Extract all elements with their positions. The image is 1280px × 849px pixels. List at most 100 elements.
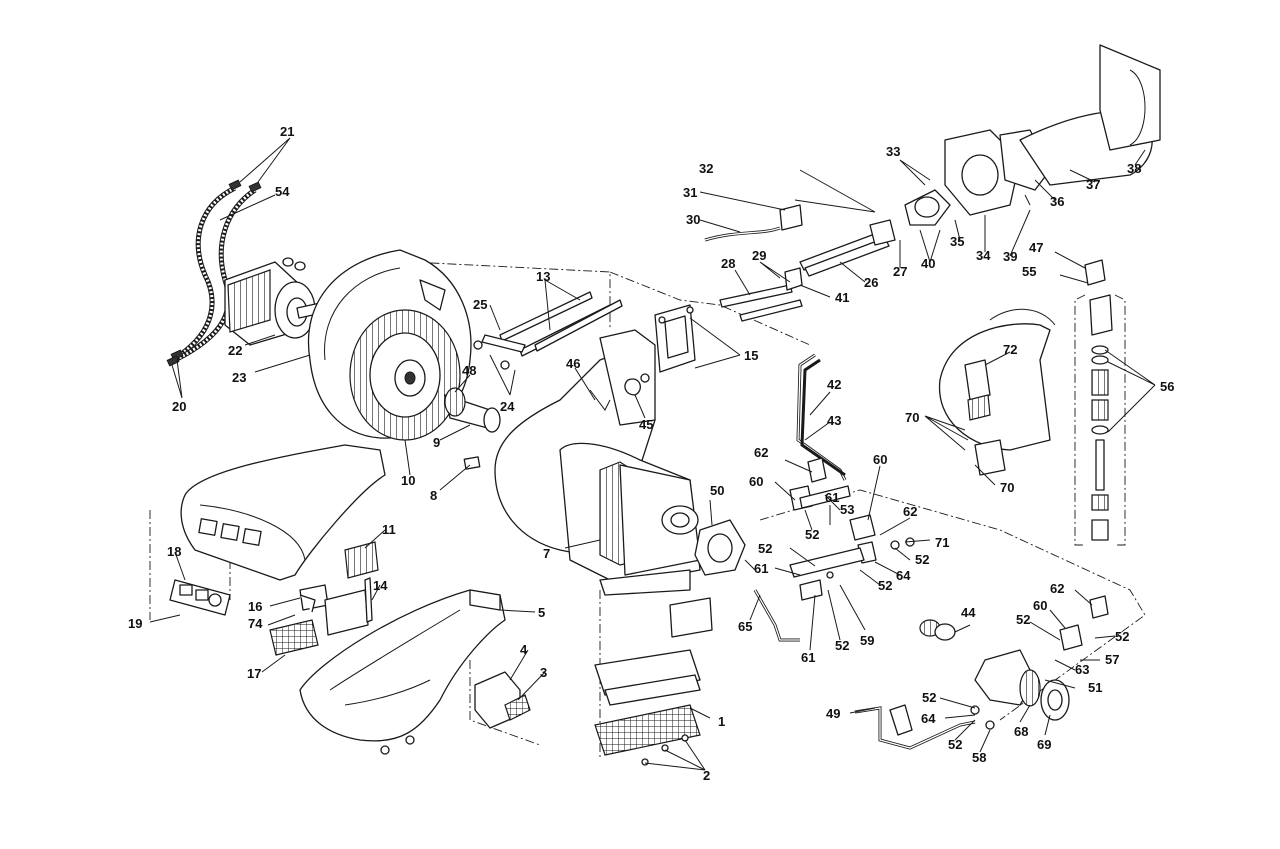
callout-64-a: 64 — [896, 568, 911, 583]
oil-lines — [753, 353, 847, 642]
callout-62-c: 62 — [1050, 581, 1064, 596]
filter-box — [474, 671, 531, 729]
callout-22: 22 — [228, 343, 242, 358]
callout-56: 56 — [1160, 379, 1174, 394]
callout-52-g: 52 — [1115, 629, 1129, 644]
callout-42: 42 — [827, 377, 841, 392]
tie-rods — [473, 291, 623, 370]
callout-61-a: 61 — [825, 490, 839, 505]
callout-52-b: 52 — [805, 527, 819, 542]
callout-26: 26 — [864, 275, 878, 290]
base-frame — [299, 589, 506, 755]
callout-52-a: 52 — [758, 541, 772, 556]
callout-43: 43 — [827, 413, 841, 428]
callout-19: 19 — [128, 616, 142, 631]
combustion-head — [904, 44, 1161, 226]
callout-52-d: 52 — [878, 578, 892, 593]
callout-48: 48 — [462, 363, 476, 378]
callout-32: 32 — [699, 161, 713, 176]
callout-52-h: 52 — [922, 690, 936, 705]
callout-35: 35 — [950, 234, 964, 249]
callout-46: 46 — [566, 356, 580, 371]
callout-16: 16 — [248, 599, 262, 614]
callout-57: 57 — [1105, 652, 1119, 667]
coupling — [444, 387, 501, 470]
callout-65: 65 — [738, 619, 752, 634]
callout-62-a: 62 — [754, 445, 768, 460]
callout-71: 71 — [935, 535, 949, 550]
electrical-components — [269, 541, 379, 656]
callout-17: 17 — [247, 666, 261, 681]
callout-37: 37 — [1086, 177, 1100, 192]
callout-21: 21 — [280, 124, 294, 139]
callout-1: 1 — [718, 714, 725, 729]
callout-51: 51 — [1088, 680, 1102, 695]
callout-60-b: 60 — [873, 452, 887, 467]
callout-3: 3 — [540, 665, 547, 680]
callout-54: 54 — [275, 184, 290, 199]
callout-24: 24 — [500, 399, 515, 414]
air-flange — [654, 304, 696, 373]
callout-36: 36 — [1050, 194, 1064, 209]
callout-labels: 1 2 3 4 5 7 8 9 10 11 13 14 15 16 17 18 … — [128, 124, 1174, 783]
callout-72: 72 — [1003, 342, 1017, 357]
callout-52-c: 52 — [915, 552, 929, 567]
callout-50: 50 — [710, 483, 724, 498]
callout-15: 15 — [744, 348, 758, 363]
valve-group-upper — [789, 457, 915, 601]
control-cover — [169, 444, 386, 616]
callout-52-f: 52 — [1016, 612, 1030, 627]
callout-62-b: 62 — [903, 504, 917, 519]
leader-lines — [149, 137, 1156, 771]
callout-7: 7 — [543, 546, 550, 561]
callout-70-b: 70 — [1000, 480, 1014, 495]
callout-64-b: 64 — [921, 711, 936, 726]
callout-45: 45 — [639, 417, 653, 432]
callout-58: 58 — [972, 750, 986, 765]
callout-41: 41 — [835, 290, 849, 305]
callout-30: 30 — [686, 212, 700, 227]
callout-25: 25 — [473, 297, 487, 312]
nozzle-assembly — [1084, 259, 1113, 541]
callout-70-a: 70 — [905, 410, 919, 425]
callout-60-c: 60 — [1033, 598, 1047, 613]
callout-38: 38 — [1127, 161, 1141, 176]
oil-pump — [694, 519, 756, 576]
callout-68: 68 — [1014, 724, 1028, 739]
callout-18: 18 — [167, 544, 181, 559]
callout-27: 27 — [893, 264, 907, 279]
callout-4: 4 — [520, 642, 528, 657]
callout-63: 63 — [1075, 662, 1089, 677]
callout-31: 31 — [683, 185, 697, 200]
callout-14: 14 — [373, 578, 388, 593]
callout-47: 47 — [1029, 240, 1043, 255]
callout-74: 74 — [248, 616, 263, 631]
valve-group-lower — [854, 595, 1109, 750]
callout-8: 8 — [430, 488, 437, 503]
callout-33: 33 — [886, 144, 900, 159]
fan-wheel — [349, 309, 461, 441]
motor — [224, 257, 323, 346]
callout-11: 11 — [382, 522, 396, 537]
callout-13: 13 — [536, 269, 550, 284]
callout-39: 39 — [1003, 249, 1017, 264]
callout-53: 53 — [840, 502, 854, 517]
air-intake-grid — [594, 597, 713, 766]
callout-59: 59 — [860, 633, 874, 648]
callout-2: 2 — [703, 768, 710, 783]
callout-29: 29 — [752, 248, 766, 263]
callout-9: 9 — [433, 435, 440, 450]
callout-55: 55 — [1022, 264, 1036, 279]
callout-44: 44 — [961, 605, 976, 620]
callout-28: 28 — [721, 256, 735, 271]
callout-40: 40 — [921, 256, 935, 271]
ignition-assembly — [704, 204, 896, 322]
callout-69: 69 — [1037, 737, 1051, 752]
callout-61-b: 61 — [754, 561, 768, 576]
callout-10: 10 — [401, 473, 415, 488]
callout-23: 23 — [232, 370, 246, 385]
callout-52-i: 52 — [948, 737, 962, 752]
burner-body — [494, 329, 701, 596]
callout-34: 34 — [976, 248, 991, 263]
